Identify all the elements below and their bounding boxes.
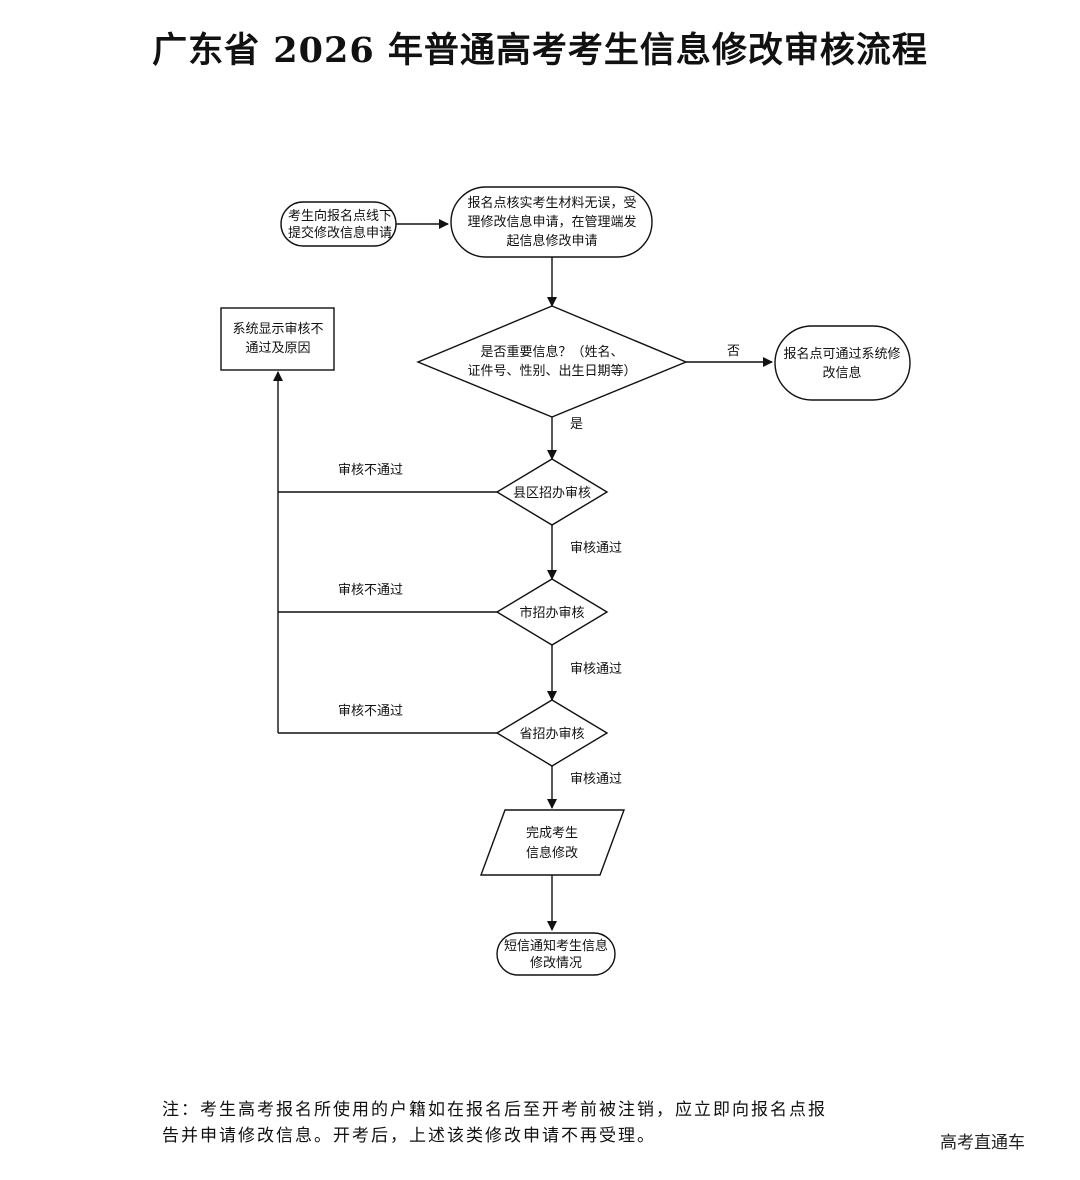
node-province xyxy=(495,699,609,767)
node-reject-display-text-2: 通过及原因 xyxy=(245,341,310,356)
node-verify xyxy=(450,186,653,258)
node-complete-text-1: 完成考生 xyxy=(526,826,578,841)
watermark: 高考直通车 xyxy=(940,1133,1025,1153)
node-reject-display-text-1: 系统显示审核不 xyxy=(232,322,323,337)
node-county xyxy=(495,458,609,526)
edge-label-pass-province: 审核通过 xyxy=(570,772,622,787)
node-decision-text-2: 证件号、性别、出生日期等） xyxy=(467,363,636,379)
footnote: 注：考生高考报名所使用的户籍如在报名后至开考前被注销，应立即向报名点报 告并申请… xyxy=(162,1097,922,1149)
node-city-text: 市招办审核 xyxy=(519,605,584,621)
node-decision-text-1: 是否重要信息？（姓名、 xyxy=(480,344,623,360)
edge-label-yes: 是 xyxy=(570,417,583,432)
node-sms-text-2: 修改情况 xyxy=(530,956,582,971)
node-verify-text-1: 报名点核实考生材料无误，受 xyxy=(467,195,636,211)
node-province-text: 省招办审核 xyxy=(519,727,584,742)
edge-label-reject-county: 审核不通过 xyxy=(338,463,403,478)
node-site-modify xyxy=(774,325,911,401)
node-city xyxy=(495,578,609,646)
node-site-modify-text-1: 报名点可通过系统修 xyxy=(783,346,900,362)
page-title: 广东省 2026 年普通高考考生信息修改审核流程 xyxy=(152,30,928,71)
node-sms xyxy=(496,932,616,976)
node-reject-display xyxy=(220,307,335,371)
footnote-line-1: 注：考生高考报名所使用的户籍如在报名后至开考前被注销，应立即向报名点报 xyxy=(162,1100,827,1120)
edge-label-no: 否 xyxy=(727,344,740,359)
edge-label-reject-province: 审核不通过 xyxy=(338,704,403,719)
node-site-modify-text-2: 改信息 xyxy=(822,365,861,381)
node-verify-text-2: 理修改信息申请，在管理端发 xyxy=(467,214,636,230)
node-verify-text-3: 起信息修改申请 xyxy=(506,233,597,249)
node-sms-text-1: 短信通知考生信息 xyxy=(504,938,608,954)
node-submit xyxy=(280,201,397,247)
edge-label-reject-city: 审核不通过 xyxy=(338,583,403,598)
node-decision xyxy=(416,305,688,418)
footnote-line-2: 告并申请修改信息。开考后，上述该类修改申请不再受理。 xyxy=(162,1126,656,1146)
node-submit-text-2: 提交修改信息申请 xyxy=(288,225,392,241)
node-complete-text-2: 信息修改 xyxy=(526,845,578,861)
node-complete xyxy=(479,809,626,876)
edge-label-pass-city: 审核通过 xyxy=(570,662,622,677)
edge-label-pass-county: 审核通过 xyxy=(570,541,622,556)
node-county-text: 县区招办审核 xyxy=(513,486,591,501)
node-submit-text-1: 考生向报名点线下 xyxy=(288,208,392,224)
